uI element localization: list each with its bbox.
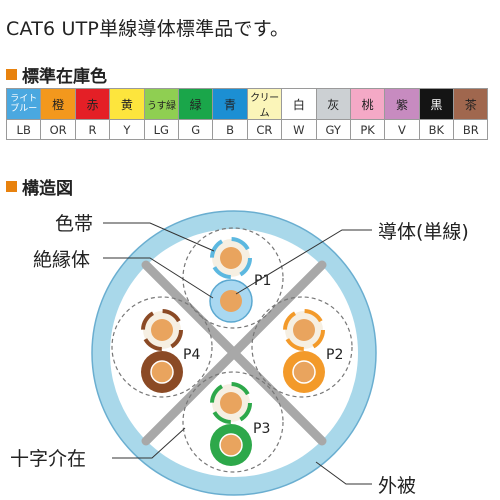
color-code-bk: BK	[418, 119, 455, 140]
color-code-or: OR	[40, 119, 76, 140]
structure-heading: 構造図	[6, 174, 73, 199]
leader-conductor	[235, 229, 372, 295]
standard-colors-title: 標準在庫色	[22, 67, 107, 87]
color-swatch-lb: ライトブルー	[5, 88, 42, 120]
cross-separator	[141, 260, 327, 446]
cable-cross-section-diagram: P1 P2 P3 P4 色帯 絶縁体 導体(単線) 十字介在 外被	[10, 210, 469, 497]
color-code-pk: PK	[349, 119, 386, 140]
intro-text: CAT6 UTP単線導体標準品です。	[6, 18, 290, 40]
leader-jacket	[315, 461, 372, 485]
color-swatch-br: 茶	[453, 88, 489, 120]
pair-p2: P2	[283, 309, 343, 393]
p2-label: P2	[326, 347, 343, 363]
p4-label: P4	[183, 347, 200, 363]
p2-banded-conductor	[293, 319, 315, 341]
color-swatch-v: 紫	[384, 88, 420, 120]
color-code-g: G	[177, 119, 214, 140]
color-swatch-bk: 黒	[418, 88, 455, 120]
color-swatch-gy: 灰	[315, 88, 351, 120]
separator-bar-2	[141, 260, 327, 446]
color-swatch-b: 青	[212, 88, 248, 120]
color-code-r: R	[74, 119, 111, 140]
pair-outline-p2	[251, 296, 353, 398]
leader-color-band	[103, 222, 215, 252]
p3-label: P3	[253, 421, 270, 437]
label-conductor: 導体(単線)	[378, 221, 469, 243]
p2-solid-conductor	[292, 360, 316, 384]
color-swatch-y: 黄	[109, 88, 145, 120]
label-jacket: 外被	[378, 475, 416, 497]
color-code-lb: LB	[5, 119, 42, 140]
leader-insulator	[103, 257, 214, 299]
p1-solid-conductor	[220, 290, 242, 312]
orange-square-icon	[6, 69, 17, 80]
color-code-b: B	[212, 119, 248, 140]
color-swatch-pk: 桃	[349, 88, 386, 120]
leader-cross-separator	[112, 427, 186, 459]
color-swatch-r: 赤	[74, 88, 111, 120]
p1-label: P1	[254, 273, 271, 289]
p4-solid-conductor	[150, 360, 174, 384]
orange-square-icon	[6, 181, 17, 192]
color-swatch-w: 白	[281, 88, 317, 120]
color-code-gy: GY	[315, 119, 351, 140]
p3-banded-conductor	[220, 392, 242, 414]
label-insulator: 絶縁体	[33, 249, 90, 271]
p3-solid-conductor	[219, 433, 243, 457]
structure-title: 構造図	[22, 179, 73, 199]
color-code-row: LB OR R Y LG G B CR W GY PK V BK BR	[5, 119, 489, 140]
color-table: ライトブルー 橙 赤 黄 うす緑 緑 青 クリーム 白 灰 桃 紫 黒 茶 LB…	[5, 88, 489, 140]
color-code-y: Y	[109, 119, 145, 140]
color-code-w: W	[281, 119, 317, 140]
standard-colors-heading: 標準在庫色	[6, 62, 107, 87]
label-color-band: 色帯	[55, 213, 93, 235]
p4-banded-conductor	[151, 319, 173, 341]
color-swatch-lg: うす緑	[143, 88, 179, 120]
color-swatch-cr: クリーム	[246, 88, 283, 120]
color-code-cr: CR	[246, 119, 283, 140]
color-code-br: BR	[453, 119, 489, 140]
color-name-row: ライトブルー 橙 赤 黄 うす緑 緑 青 クリーム 白 灰 桃 紫 黒 茶	[5, 88, 489, 120]
pair-outline-p1	[182, 227, 284, 329]
pair-outline-p4	[111, 296, 213, 398]
label-cross-separator: 十字介在	[10, 448, 86, 470]
pair-p4: P4	[141, 309, 200, 393]
color-code-v: V	[384, 119, 420, 140]
pair-outline-p3	[182, 371, 284, 473]
pair-p3: P3	[210, 382, 270, 466]
color-swatch-or: 橙	[40, 88, 76, 120]
color-code-lg: LG	[143, 119, 179, 140]
color-swatch-g: 緑	[177, 88, 214, 120]
pair-p1: P1	[209, 237, 271, 323]
p1-banded-conductor	[220, 247, 242, 269]
